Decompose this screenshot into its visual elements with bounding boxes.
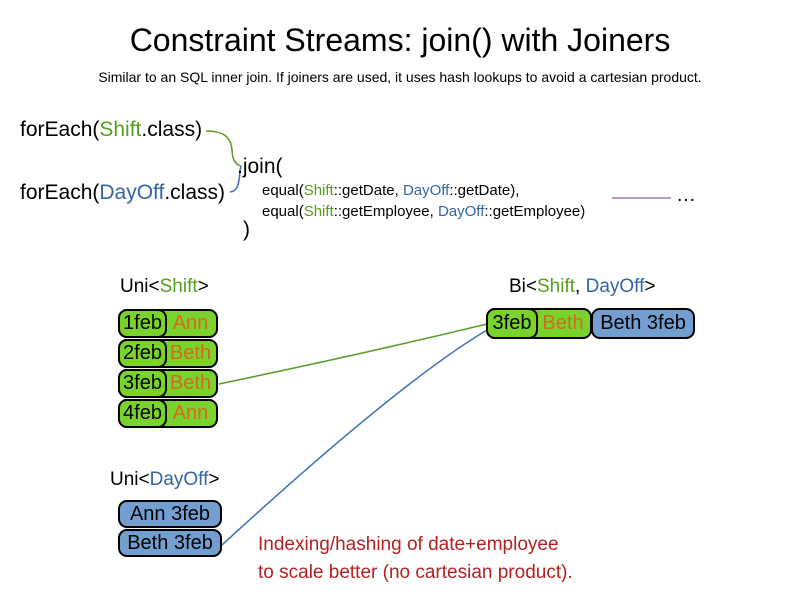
shift-date-cell: 2feb (118, 339, 167, 368)
page-title: Constraint Streams: join() with Joiners (129, 22, 671, 58)
code-foreach-shift: forEach(Shift.class) (20, 118, 202, 142)
uni-shift-label: Uni<Shift> (120, 276, 209, 298)
shift-type-token: Shift (537, 276, 576, 297)
code-text: .class) (141, 118, 203, 141)
dayoff-class-token: DayOff (99, 181, 165, 204)
dayoff-class-token: DayOff (437, 203, 485, 220)
dayoff-to-bi-connector (221, 329, 488, 546)
code-text: forEach( (20, 118, 100, 141)
dayoff-row-beth: Beth 3feb (118, 529, 222, 557)
label-text: > (197, 276, 209, 297)
shift-row-2feb: 2feb Beth (118, 339, 218, 368)
bi-row-shift-part: 3feb Beth (486, 308, 592, 339)
bi-date-cell: 3feb (486, 308, 538, 339)
shift-to-bi-connector (218, 323, 488, 385)
shift-employee-cell: Beth (169, 342, 212, 364)
code-text: equal( (262, 182, 304, 199)
code-joiner-date: equal(Shift::getDate, DayOff::getDate), (262, 182, 519, 199)
dayoff-class-token: DayOff (402, 182, 450, 199)
annotation-line: Indexing/hashing of date+employee (258, 534, 559, 555)
shift-class-token: Shift (303, 182, 334, 199)
bi-employee-cell: Beth (542, 312, 584, 334)
label-text: > (208, 469, 220, 490)
code-text: equal( (262, 203, 304, 220)
code-joiner-employee: equal(Shift::getEmployee, DayOff::getEmp… (262, 203, 585, 220)
label-text: > (644, 276, 656, 297)
label-text: Uni< (110, 469, 150, 490)
brace-top-connector (205, 130, 242, 167)
code-text: ::getEmployee, (333, 203, 438, 220)
label-text: , (575, 276, 586, 297)
label-text: Bi< (509, 276, 537, 297)
shift-date-cell: 3feb (118, 369, 167, 398)
code-text: ::getEmployee) (484, 203, 586, 220)
page-subtitle: Similar to an SQL inner join. If joiners… (98, 69, 702, 85)
annotation-line: to scale better (no cartesian product). (258, 562, 573, 583)
dayoff-type-token: DayOff (585, 276, 645, 297)
shift-date-cell: 4feb (118, 399, 167, 428)
code-text: ::getDate, (333, 182, 403, 199)
code-join-close: ) (243, 218, 250, 241)
shift-class-token: Shift (99, 118, 142, 141)
shift-employee-cell: Ann (172, 312, 209, 334)
shift-row-3feb: 3feb Beth (118, 369, 218, 398)
indexing-annotation: Indexing/hashing of date+employee to sca… (258, 531, 573, 587)
code-text: .class) (164, 181, 226, 204)
shift-row-1feb: 1feb Ann (118, 309, 218, 338)
code-foreach-dayoff: forEach(DayOff.class) (20, 181, 225, 205)
code-text: ::getDate), (449, 182, 520, 199)
shift-class-token: Shift (303, 203, 334, 220)
bi-row-dayoff-part: Beth 3feb (591, 308, 695, 339)
shift-row-4feb: 4feb Ann (118, 399, 218, 428)
code-text: forEach( (20, 181, 100, 204)
shift-type-token: Shift (159, 276, 198, 297)
continuation-ellipsis: … (676, 184, 696, 206)
dayoff-type-token: DayOff (149, 469, 209, 490)
shift-date-cell: 1feb (118, 309, 167, 338)
uni-dayoff-label: Uni<DayOff> (110, 469, 220, 491)
shift-employee-cell: Ann (172, 402, 209, 424)
bi-label: Bi<Shift, DayOff> (509, 276, 655, 298)
dayoff-row-ann: Ann 3feb (118, 500, 222, 528)
code-join-open: .join( (237, 155, 283, 178)
label-text: Uni< (120, 276, 160, 297)
shift-employee-cell: Beth (169, 372, 212, 394)
